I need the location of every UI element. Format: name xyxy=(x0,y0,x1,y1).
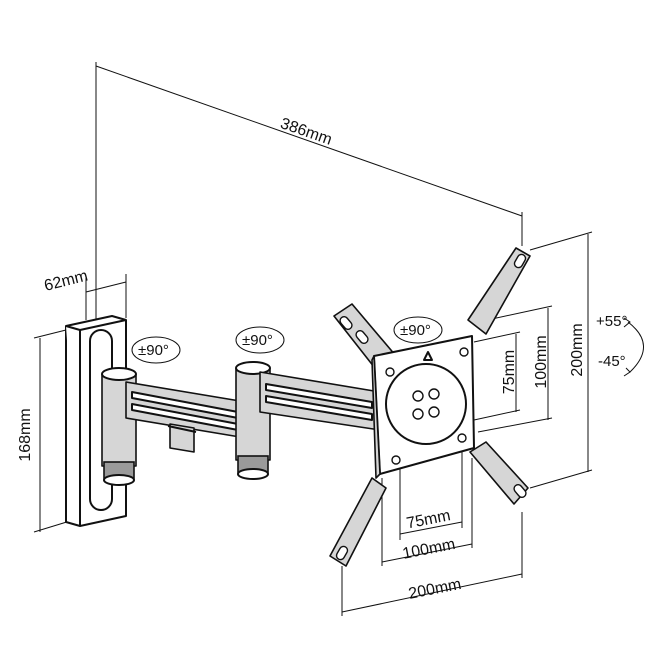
tilt-down-label: -45° xyxy=(598,353,626,370)
vesa-head xyxy=(329,247,531,567)
wall-joint-rotation-label: ±90° xyxy=(138,342,169,359)
rotation-badges xyxy=(131,316,644,377)
vesa-inner-height-label: 75mm xyxy=(501,350,518,394)
tilt-up-label: +55° xyxy=(596,313,627,330)
vesa-mid-height-label: 100mm xyxy=(533,335,550,388)
wall-plate-height-label: 168mm xyxy=(17,408,34,461)
arm-joint-rotation-label: ±90° xyxy=(242,332,273,349)
vesa-outer-height-label: 200mm xyxy=(569,323,586,376)
dimension-lines xyxy=(33,62,593,616)
overall-length-label: 386mm xyxy=(278,115,334,148)
vesa-mid-width-label: 100mm xyxy=(401,536,457,563)
second-arm xyxy=(259,371,381,431)
vesa-outer-width-label: 200mm xyxy=(407,576,463,603)
first-arm xyxy=(125,381,247,453)
wall-plate-width-label: 62mm xyxy=(42,268,89,295)
head-rotation-label: ±90° xyxy=(400,322,431,339)
